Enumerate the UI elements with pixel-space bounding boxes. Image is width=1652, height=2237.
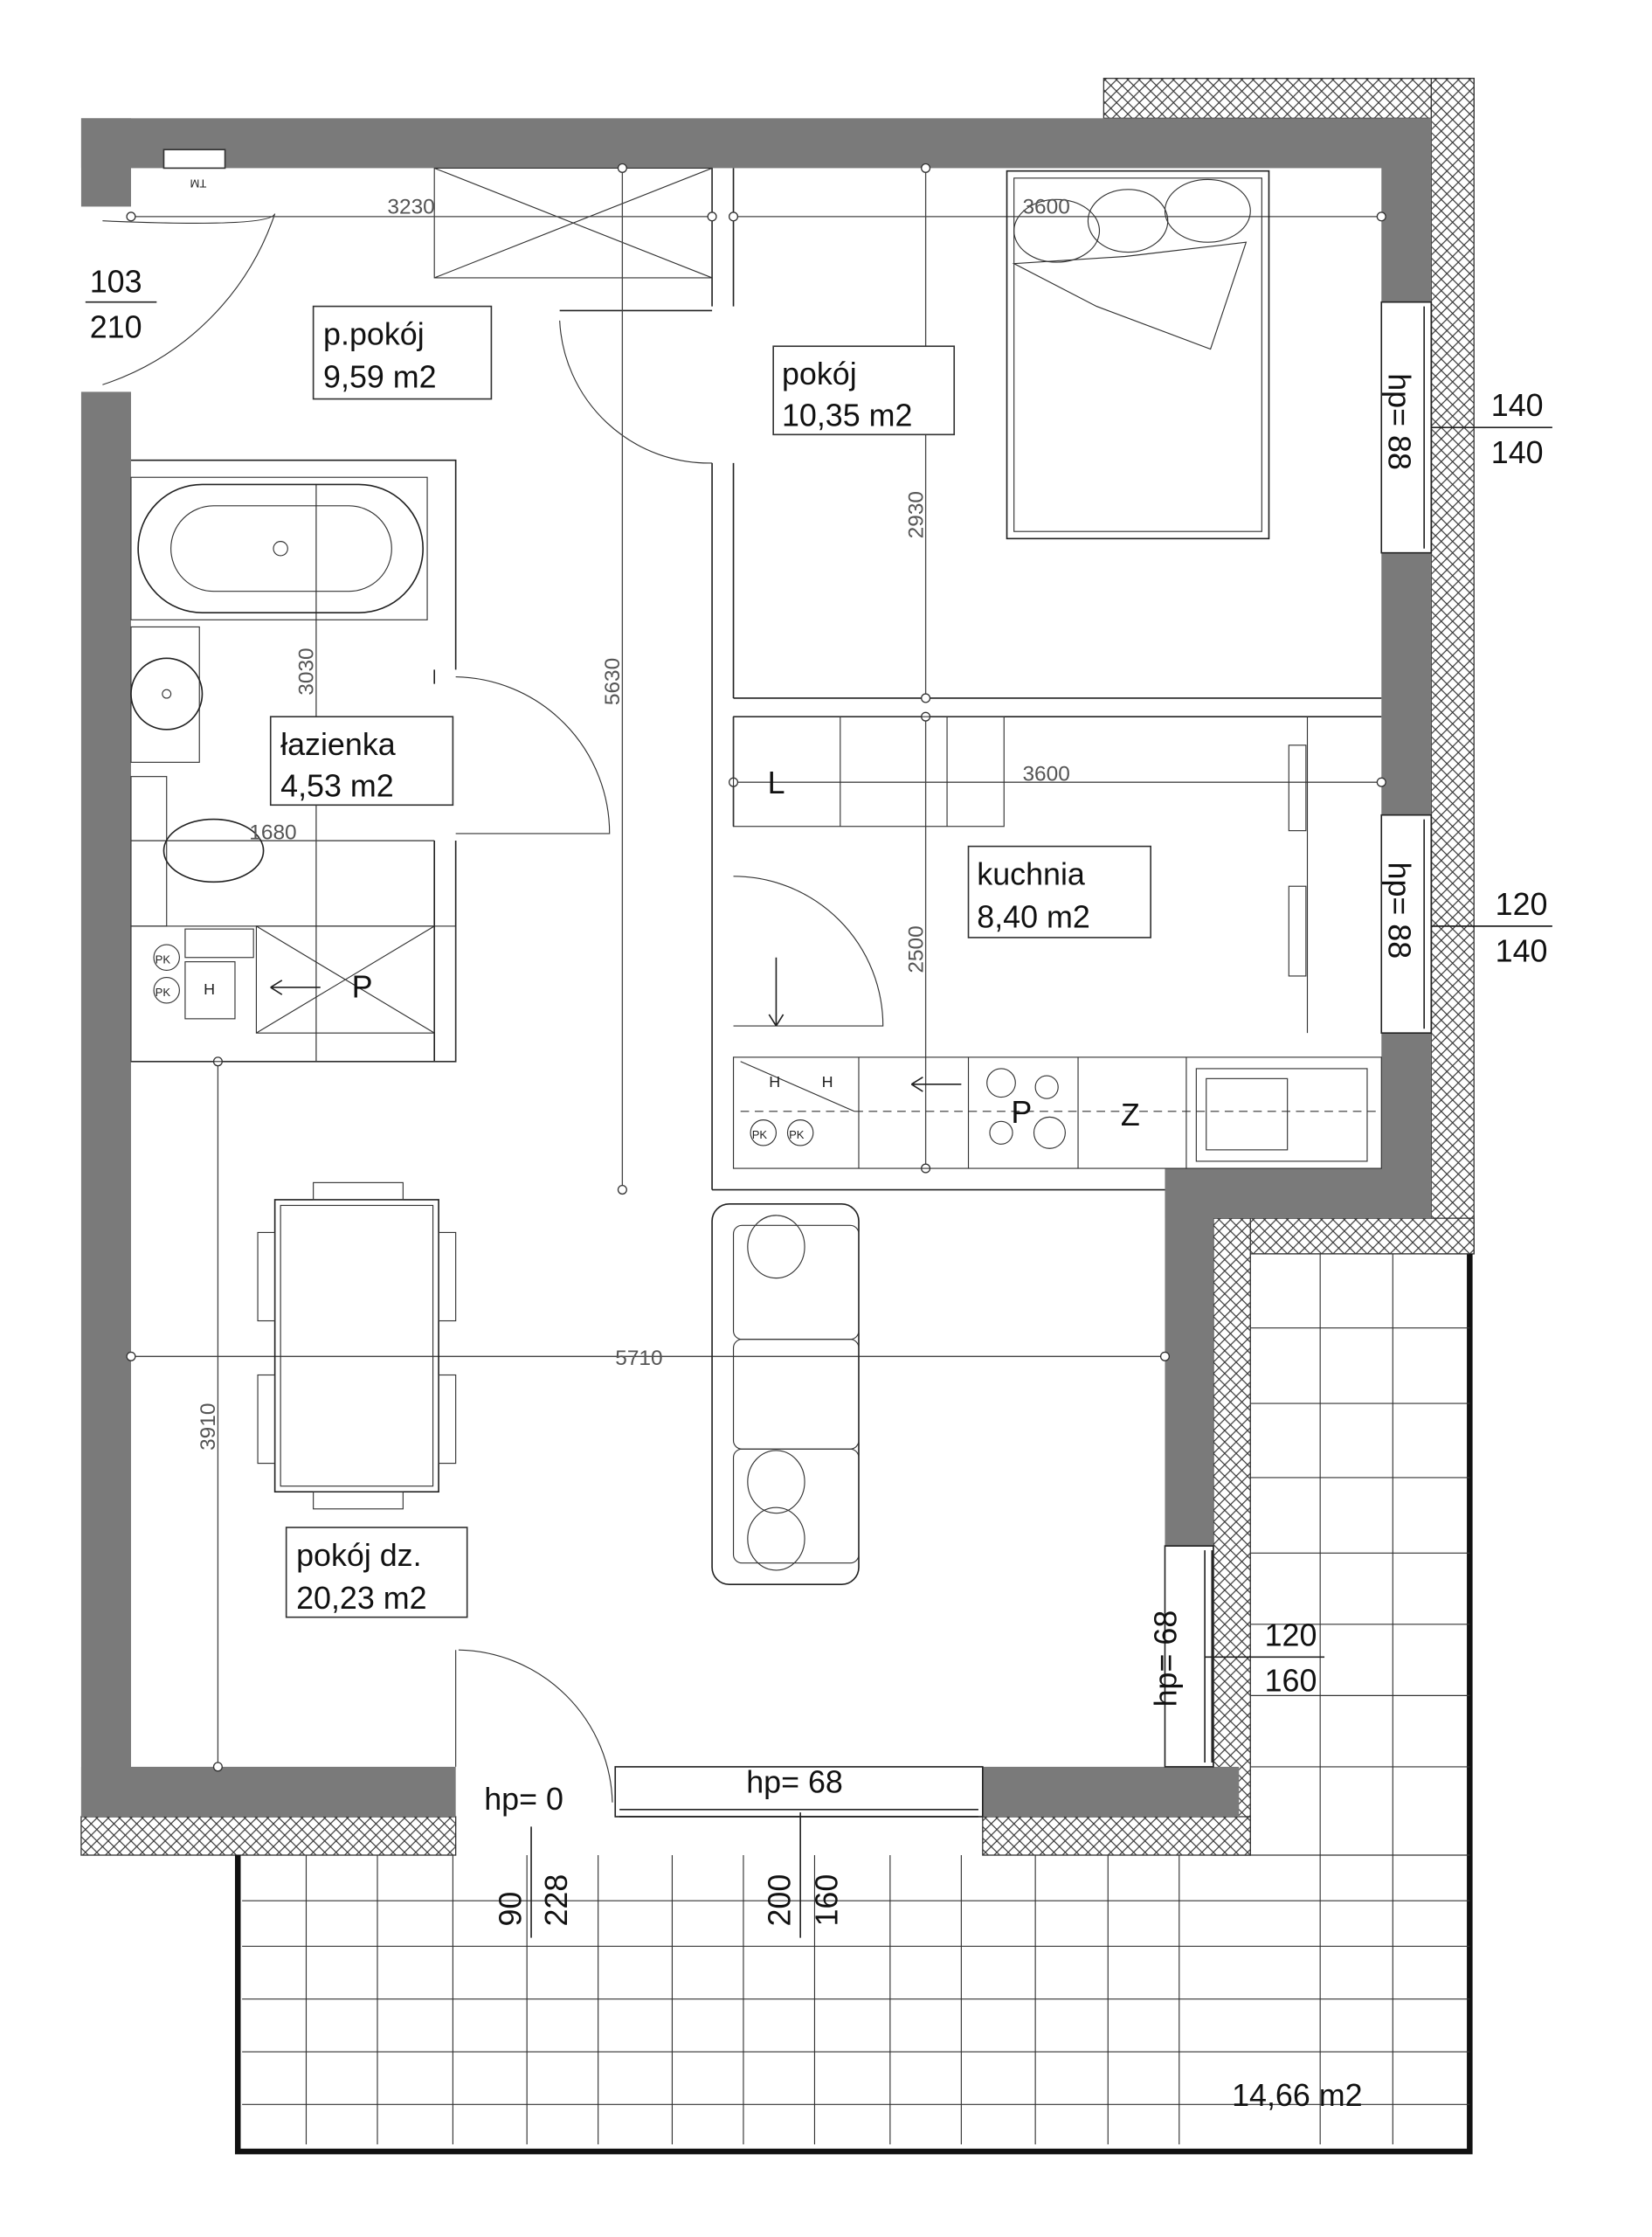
insulation <box>80 78 1475 1856</box>
living-side-window-label: 120 160 hp= 68 <box>1149 1610 1325 1707</box>
washbasin <box>130 626 204 763</box>
room-label-bedroom: pokój 10,35 m2 <box>772 345 956 436</box>
bathtub <box>130 476 428 620</box>
window-width: 120 <box>1496 887 1548 922</box>
door-height: 228 <box>539 1874 574 1927</box>
pk-symbol: PK <box>752 1128 768 1141</box>
room-area: 9,59 m2 <box>323 360 437 395</box>
dim-living-width: 5710 <box>615 1347 662 1370</box>
door-height: 210 <box>90 309 142 344</box>
washer-symbol: P <box>352 969 373 1004</box>
room-area: 20,23 m2 <box>296 1581 426 1616</box>
window-height: 160 <box>810 1874 845 1927</box>
fridge-symbol: L <box>768 765 785 800</box>
sofa <box>711 1203 860 1586</box>
heater-symbol: H <box>769 1073 780 1091</box>
door-sill: hp= 0 <box>484 1782 563 1817</box>
room-label-hall: p.pokój 9,59 m2 <box>312 305 493 400</box>
dim-hall-depth: 5630 <box>601 658 625 705</box>
kitchen-window-label: 120 140 hp= 88 <box>1381 862 1552 969</box>
window-width: 200 <box>763 1874 798 1927</box>
dim-bedroom-depth: 2930 <box>904 491 928 538</box>
window-sill: hp= 88 <box>1381 862 1416 959</box>
kitchen-p-symbol: P <box>1011 1095 1032 1130</box>
room-label-bathroom: łazienka 4,53 m2 <box>269 716 454 807</box>
room-name: pokój <box>782 357 857 391</box>
room-area: 10,35 m2 <box>782 398 912 433</box>
pk-symbol: PK <box>156 952 171 966</box>
room-area: 4,53 m2 <box>280 768 394 803</box>
sink-symbol: Z <box>1121 1098 1140 1132</box>
window-width: 120 <box>1265 1617 1317 1652</box>
room-label-living: pokój dz. 20,23 m2 <box>285 1527 468 1618</box>
dim-kitchen-width: 3600 <box>1022 763 1069 786</box>
entry-door-label: 103 210 <box>85 264 157 344</box>
window-width: 140 <box>1491 388 1544 423</box>
dim-bedroom-width: 3600 <box>1022 196 1069 219</box>
boiler-area <box>130 925 457 1063</box>
room-name: pokój dz. <box>296 1538 422 1573</box>
bed <box>1006 170 1270 540</box>
dining-table <box>257 1181 457 1510</box>
room-name: łazienka <box>280 727 396 762</box>
pk-symbol: PK <box>156 986 171 999</box>
tm-box <box>162 149 226 170</box>
room-name: kuchnia <box>977 857 1085 892</box>
dim-kitchen-depth: 2500 <box>904 925 928 973</box>
room-name: p.pokój <box>323 317 425 352</box>
windows <box>614 301 1433 1818</box>
window-sill: hp= 68 <box>746 1764 843 1799</box>
dim-living-depth: 3910 <box>197 1403 220 1451</box>
heater-symbol: H <box>204 980 215 998</box>
kitchen-units <box>732 716 1382 1169</box>
balcony-area: 14,66 m2 <box>1232 2078 1362 2113</box>
door-width: 103 <box>90 264 142 299</box>
window-sill: hp= 88 <box>1381 373 1416 470</box>
partitions <box>102 167 1382 1803</box>
dim-bath-width: 1680 <box>249 821 296 844</box>
balcony <box>234 1253 1473 2155</box>
window-height: 140 <box>1496 934 1548 969</box>
dim-hall-width: 3230 <box>387 196 434 219</box>
walls <box>80 118 1432 1817</box>
tm-symbol: TM <box>190 177 207 190</box>
balcony-door-label: hp= 0 90 228 <box>484 1782 574 1938</box>
room-area: 8,40 m2 <box>977 899 1090 934</box>
pk-symbol: PK <box>789 1128 805 1141</box>
window-height: 160 <box>1265 1663 1317 1698</box>
toilet <box>130 776 265 927</box>
living-window-label: hp= 68 200 160 <box>746 1764 845 1938</box>
room-label-kitchen: kuchnia 8,40 m2 <box>967 845 1151 938</box>
bedroom-window-label: 140 140 hp= 88 <box>1381 373 1552 470</box>
window-sill: hp= 68 <box>1149 1610 1184 1707</box>
heater-symbol: H <box>822 1073 833 1091</box>
door-width: 90 <box>494 1892 529 1927</box>
window-height: 140 <box>1491 435 1544 470</box>
dim-bath-depth: 3030 <box>295 648 319 695</box>
